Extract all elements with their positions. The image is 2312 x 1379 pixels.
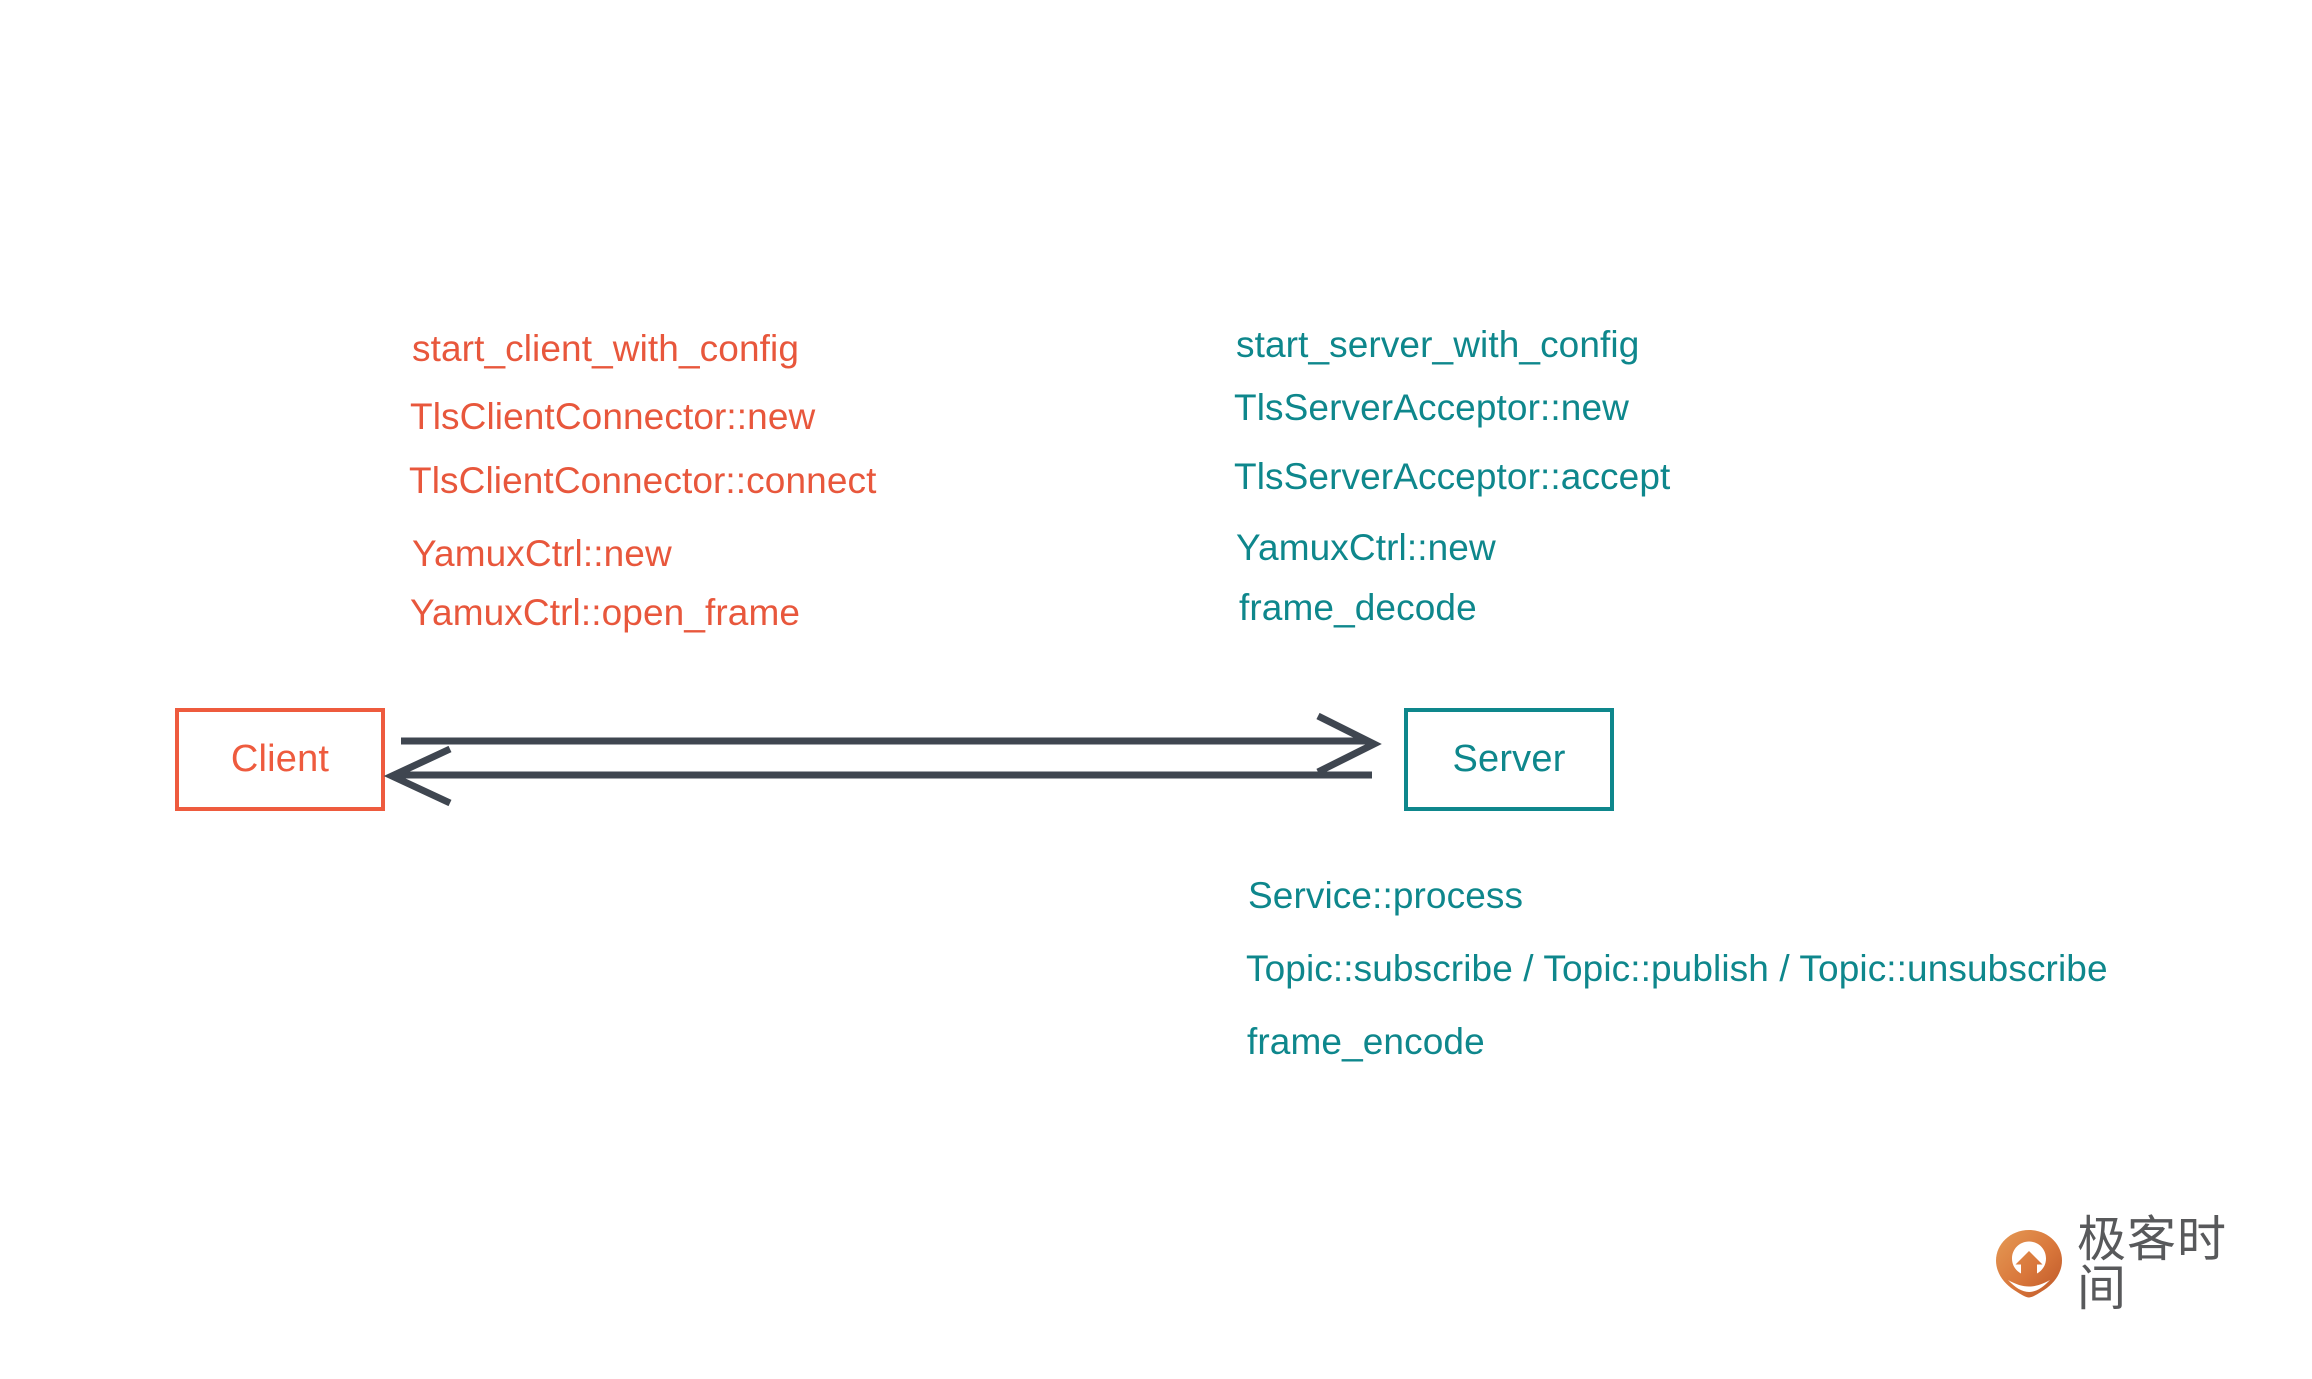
- client-call-line: YamuxCtrl::open_frame: [410, 592, 801, 633]
- server-call-line: start_server_with_config: [1236, 324, 1640, 365]
- client-call-line: TlsClientConnector::new: [410, 396, 816, 437]
- server-call-line: YamuxCtrl::new: [1236, 527, 1496, 568]
- client-call-line: YamuxCtrl::new: [412, 533, 672, 574]
- server-processing-line: Topic::subscribe / Topic::publish / Topi…: [1246, 948, 2108, 989]
- client-call-line: start_client_with_config: [412, 328, 799, 369]
- client-call-line: TlsClientConnector::connect: [409, 460, 877, 501]
- client-node-label: Client: [230, 738, 330, 780]
- server-call-line: TlsServerAcceptor::new: [1234, 387, 1629, 428]
- server-node-label: Server: [1452, 738, 1566, 780]
- server-to-client-arrow: [383, 745, 1372, 807]
- client-node: Client: [175, 708, 385, 811]
- server-processing-line: Service::process: [1248, 875, 1524, 916]
- server-call-line: frame_decode: [1239, 587, 1477, 628]
- geektime-watermark: 极客时间: [1995, 1215, 2245, 1313]
- server-node: Server: [1404, 708, 1614, 811]
- server-call-line: TlsServerAcceptor::accept: [1234, 456, 1671, 497]
- geektime-logo-text: 极客时间: [2077, 1211, 2228, 1317]
- server-processing-line: frame_encode: [1247, 1021, 1485, 1062]
- client-to-server-arrow: [401, 712, 1382, 776]
- geektime-pin-logo-icon: [1996, 1230, 2062, 1298]
